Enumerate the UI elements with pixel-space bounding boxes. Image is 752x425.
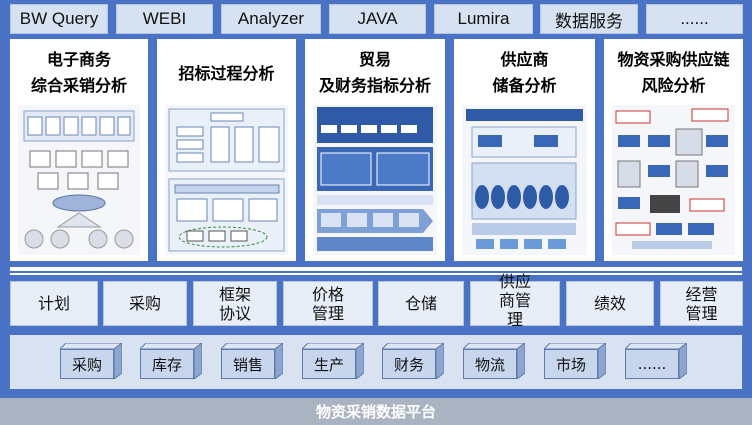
cube-side [275,343,283,379]
card-title-line1: 供应商 [500,50,549,69]
process-label: 管理 [685,303,718,323]
card-title-line1: 物资采购供应链 [617,50,730,69]
system-market: 市场 [544,343,606,379]
supply-chain-diagram-thumbnail [612,105,735,255]
source-systems-strip [10,335,742,389]
process-label: 采购 [128,294,161,313]
cube-side [356,343,364,379]
tool-java: JAVA [329,4,426,34]
system-label: 市场 [544,349,598,379]
process-label: 仓储 [404,294,437,313]
system-inventory: 库存 [140,343,202,379]
system-procurement: 采购 [60,343,122,379]
process-framework-agreement: 框架协议 [193,281,277,326]
card-title: 招标过程分析 [157,61,296,87]
ecommerce-diagram-thumbnail [18,105,140,255]
cube-side [436,343,444,379]
process-label: 供应 [498,272,531,291]
process-label: 理 [506,310,523,329]
card-title-line2: 储备分析 [492,76,557,95]
system-label: 财务 [382,349,436,379]
card-bidding: 招标过程分析 [157,39,296,261]
platform-title: 物资采销数据平台 [0,398,752,425]
process-warehousing: 仓储 [378,281,464,326]
card-supplier-reserve: 供应商 储备分析 [454,39,595,261]
system-label: 生产 [302,349,356,379]
system-finance: 财务 [382,343,444,379]
card-ecommerce: 电子商务 综合采销分析 [10,39,148,261]
tool-webi: WEBI [116,4,213,34]
process-label: 商管 [498,291,531,310]
system-label: 采购 [60,349,114,379]
system-production: 生产 [302,343,364,379]
cube-top [140,343,202,349]
process-label: 计划 [37,294,70,313]
process-performance: 绩效 [566,281,654,326]
cube-side [598,343,606,379]
process-procurement: 采购 [103,281,187,326]
process-price-management: 价格管理 [283,281,373,326]
process-label: 管理 [311,303,344,323]
process-label: 绩效 [593,294,626,313]
tool-analyzer: Analyzer [221,4,321,34]
cube-top [60,343,122,349]
cube-top [544,343,606,349]
cube-side [679,343,687,379]
system-label: 库存 [140,349,194,379]
supplier-diagram-thumbnail [462,105,587,255]
tool-data-service: 数据服务 [540,4,638,34]
trade-finance-diagram-thumbnail [313,105,437,255]
process-operation-management: 经营管理 [660,281,743,326]
card-title: 电子商务 综合采销分析 [10,47,148,99]
card-title-line1: 招标过程分析 [178,64,275,83]
card-title-line2: 综合采销分析 [30,76,127,95]
separator-line [10,267,742,271]
separator-line [10,273,742,275]
cube-top [221,343,283,349]
cube-top [382,343,444,349]
cube-top [463,343,525,349]
tool-more: ...... [646,4,743,34]
process-label: 协议 [218,303,251,323]
tool-lumira: Lumira [434,4,533,34]
cube-side [194,343,202,379]
tool-bw-query: BW Query [10,4,108,34]
card-title-line2: 风险分析 [641,76,706,95]
cube-top [302,343,364,349]
card-title: 物资采购供应链 风险分析 [604,47,743,99]
system-label: ...... [625,349,679,379]
process-supplier-management: 供应商管理 [470,272,560,329]
card-title: 供应商 储备分析 [454,47,595,99]
process-plan: 计划 [10,281,98,326]
card-trade-finance: 贸易 及财务指标分析 [305,39,445,261]
cube-side [517,343,525,379]
process-label: 价格 [311,284,344,304]
card-title-line1: 贸易 [358,50,391,69]
process-label: 经营 [685,284,718,304]
card-title: 贸易 及财务指标分析 [305,47,445,99]
system-logistics: 物流 [463,343,525,379]
card-supply-chain-risk: 物资采购供应链 风险分析 [604,39,743,261]
system-label: 销售 [221,349,275,379]
bidding-diagram-thumbnail [165,105,288,255]
card-title-line2: 及财务指标分析 [318,76,431,95]
process-label: 框架 [218,284,251,304]
system-more: ...... [625,343,687,379]
system-label: 物流 [463,349,517,379]
cube-side [114,343,122,379]
system-sales: 销售 [221,343,283,379]
card-title-line1: 电子商务 [46,50,111,69]
cube-top [625,343,687,349]
